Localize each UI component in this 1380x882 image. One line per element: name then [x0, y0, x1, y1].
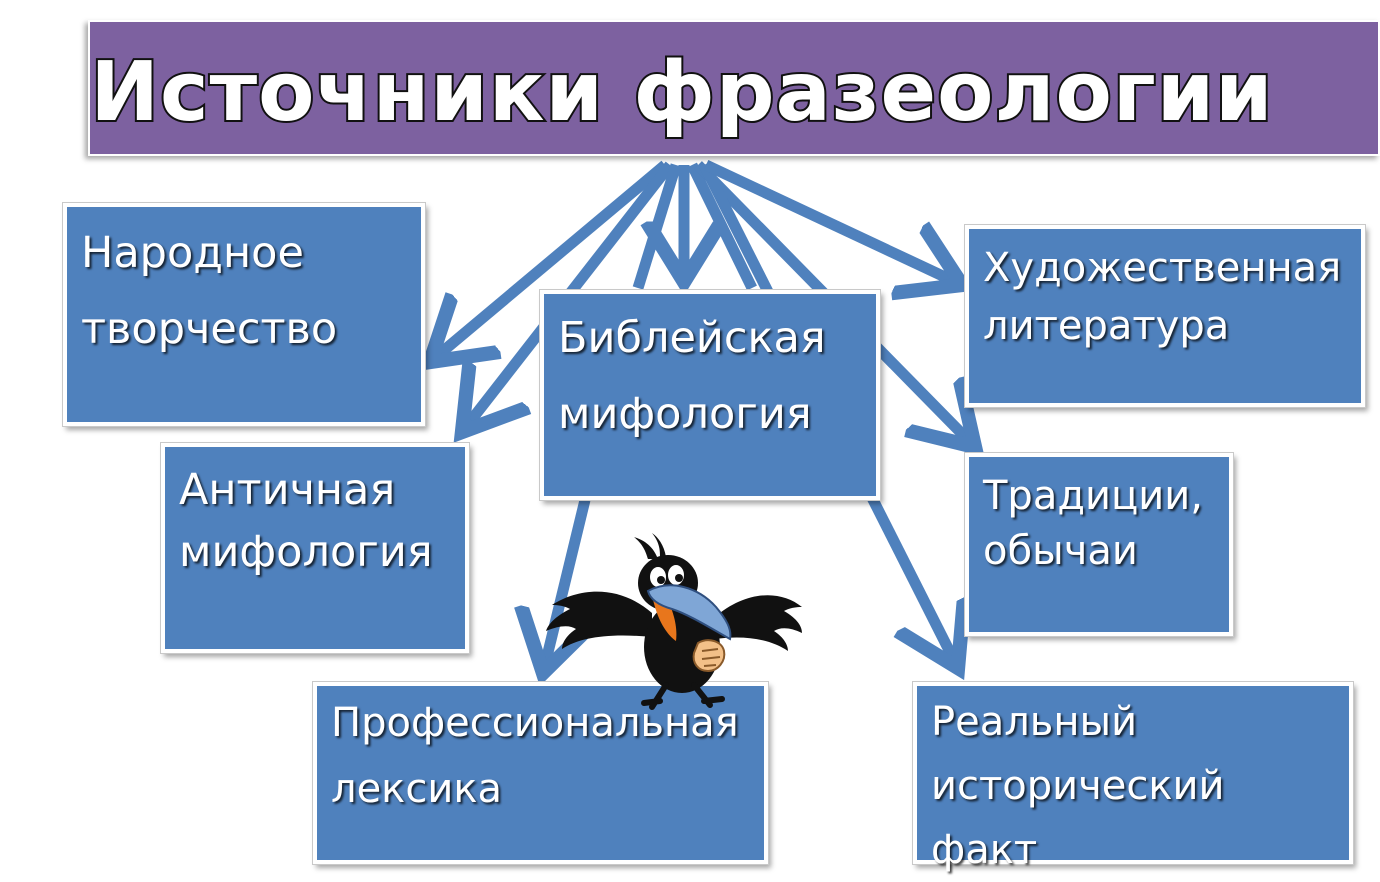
arrow-to-professional: [543, 498, 585, 673]
node-antique-mythology: Античная мифология: [161, 443, 469, 653]
crow-icon: [546, 533, 802, 710]
arrow-to-biblical-right: [687, 162, 757, 291]
node-traditions: Традиции, обычаи: [965, 453, 1233, 636]
node-historical-fact: Реальный исторический факт: [913, 682, 1353, 873]
arrow-to-folk: [430, 160, 669, 362]
page-title: Источники фразеологии: [88, 43, 1274, 142]
title-banner: Источники фразеологии: [88, 20, 1380, 156]
node-professional-vocabulary: Профессиональная лексика: [313, 682, 768, 864]
arrow-to-literature: [703, 160, 962, 285]
node-folk-art: Народное творчество: [63, 203, 425, 426]
node-literature: Художественная литература: [965, 225, 1365, 407]
node-biblical-mythology: Библейская мифология: [540, 290, 880, 500]
